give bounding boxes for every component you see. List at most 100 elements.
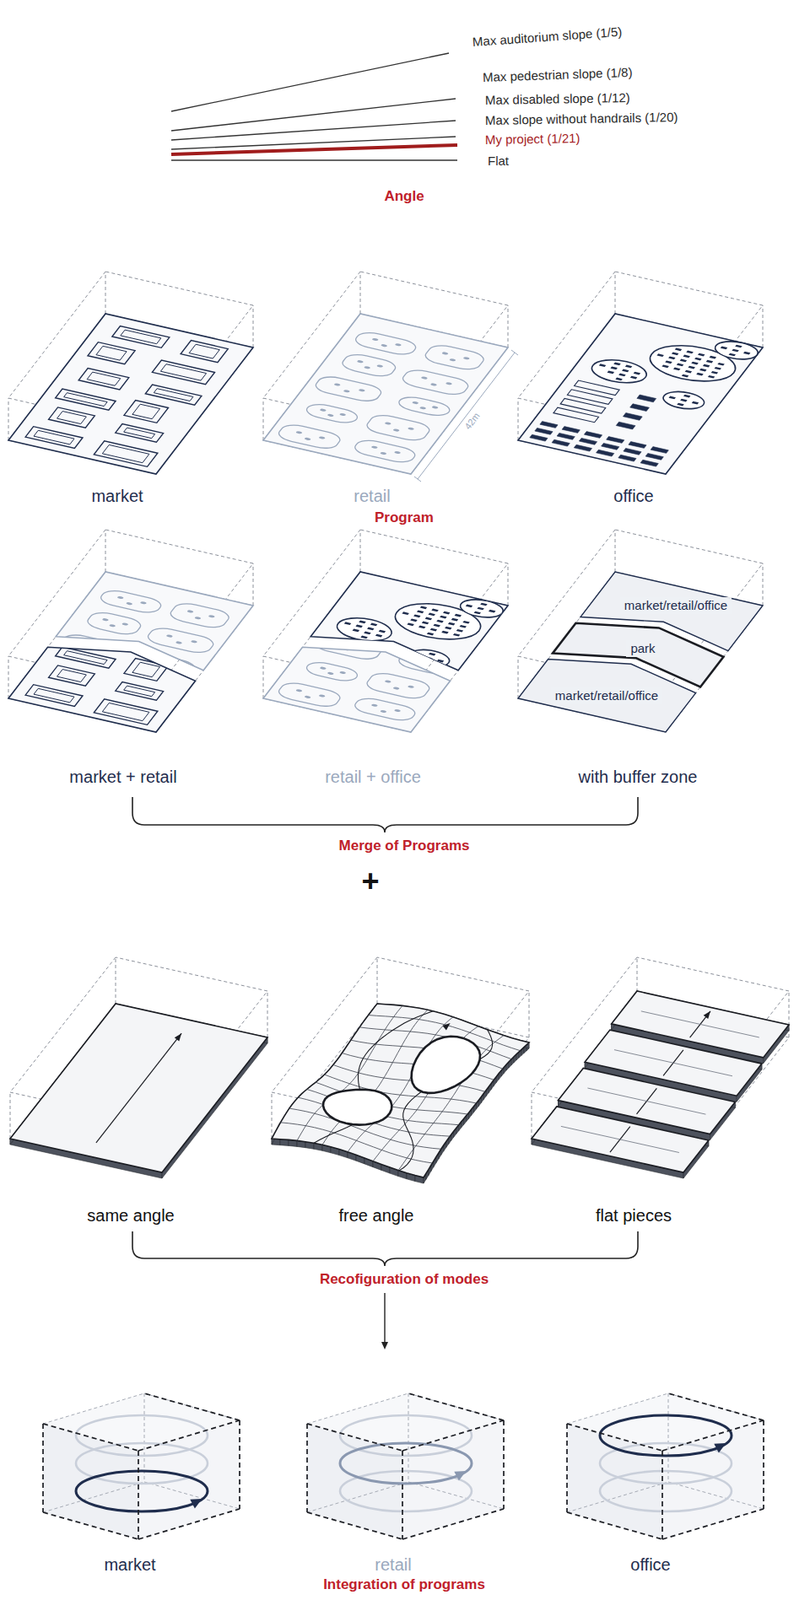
retail-dot <box>358 388 367 393</box>
retail-dot <box>333 383 341 387</box>
merge-piece <box>55 572 254 671</box>
retail-dot <box>102 618 110 622</box>
office-seat <box>465 604 473 609</box>
retail-dot <box>129 680 137 684</box>
retail-dot <box>318 436 326 440</box>
retail-dot <box>371 445 379 449</box>
dashed-edge <box>360 529 362 573</box>
office-meeting-circle <box>330 614 399 646</box>
spiral-loop <box>599 1471 732 1512</box>
office-table <box>560 398 606 414</box>
office-desk <box>534 427 553 435</box>
retail-unit <box>96 696 164 724</box>
region-node: market/retail/office <box>550 687 663 705</box>
office-seat <box>697 353 705 357</box>
cube-edge <box>43 1482 145 1513</box>
retail-dot <box>339 670 347 675</box>
program-caption: office <box>613 486 654 507</box>
market-stall-inner <box>189 344 220 359</box>
program-box <box>518 271 763 475</box>
market-stall-inner <box>120 329 162 345</box>
retail-dot <box>411 401 420 405</box>
retail-dot <box>152 685 161 689</box>
down-arrow <box>381 1293 389 1350</box>
office-seat <box>444 626 452 631</box>
office-seat <box>432 624 440 628</box>
section-title: Angle <box>383 188 424 206</box>
office-meeting-circle <box>658 388 709 413</box>
cube-edge <box>144 1393 240 1421</box>
retail-dot <box>448 358 457 362</box>
retail-unit <box>167 601 233 631</box>
office-table <box>319 638 366 654</box>
market-stall <box>145 384 202 405</box>
merge-box <box>8 529 254 733</box>
retail-dot <box>343 389 351 394</box>
market-stall-inner <box>57 411 87 425</box>
market-stall <box>55 388 116 411</box>
void-ellipse <box>411 1036 481 1094</box>
program-cube <box>567 1393 764 1540</box>
market-stall <box>48 665 96 686</box>
office-seat <box>661 364 669 368</box>
merge-piece <box>310 572 508 671</box>
plan-group <box>8 572 254 733</box>
slope-line <box>171 145 458 155</box>
plan-group <box>8 313 254 475</box>
retail-dot <box>407 685 416 689</box>
office-seat <box>694 357 702 362</box>
retail-dot <box>445 382 454 386</box>
dashed-edge <box>105 529 107 573</box>
retail-dot <box>303 437 312 441</box>
market-stall-inner <box>86 372 121 386</box>
program-cube <box>307 1393 504 1540</box>
retail-dot <box>441 351 449 356</box>
office-seat <box>706 360 713 364</box>
market-stall-inner <box>64 651 108 665</box>
office-desk <box>285 680 303 687</box>
market-stall-inner <box>124 427 156 439</box>
dashed-edge <box>615 271 616 314</box>
office-desk <box>324 696 342 703</box>
office-desk <box>297 697 315 705</box>
office-desk <box>280 685 298 693</box>
office-desk <box>329 690 347 697</box>
office-desk <box>556 432 575 440</box>
office-seat <box>439 615 447 620</box>
plan-group <box>263 572 508 733</box>
retail-dot <box>108 624 117 628</box>
region-label: park <box>630 641 655 657</box>
office-seat <box>360 636 368 640</box>
office-seat <box>613 361 621 366</box>
office-seat <box>430 628 438 632</box>
office-desk <box>601 442 620 450</box>
office-desk <box>583 432 602 439</box>
market-stall <box>180 340 228 363</box>
retail-dot <box>326 413 335 417</box>
office-table <box>312 648 358 664</box>
dashed-edge <box>637 957 789 992</box>
slab-top <box>271 1004 530 1178</box>
office-seat <box>618 373 626 378</box>
office-desk <box>630 404 650 412</box>
bracket <box>132 1231 638 1267</box>
dashed-edge <box>253 305 254 348</box>
retail-dot <box>175 641 184 645</box>
office-seat <box>441 631 449 635</box>
market-stall <box>115 423 164 443</box>
retail-dot <box>84 670 92 675</box>
cube-edge <box>408 1393 504 1421</box>
office-seat <box>352 628 360 632</box>
cube-edge <box>662 1509 764 1540</box>
retail-dot <box>462 356 470 361</box>
market-stall-inner <box>132 404 161 419</box>
market-stall-inner <box>102 444 150 463</box>
region-label: market/retail/office <box>624 598 728 614</box>
office-seat <box>687 366 695 370</box>
retail-dot <box>421 376 429 380</box>
office-seat <box>633 372 641 376</box>
office-desk <box>382 653 402 661</box>
program-plane <box>8 313 254 475</box>
office-seat <box>480 603 487 607</box>
retail-unit <box>97 588 165 616</box>
